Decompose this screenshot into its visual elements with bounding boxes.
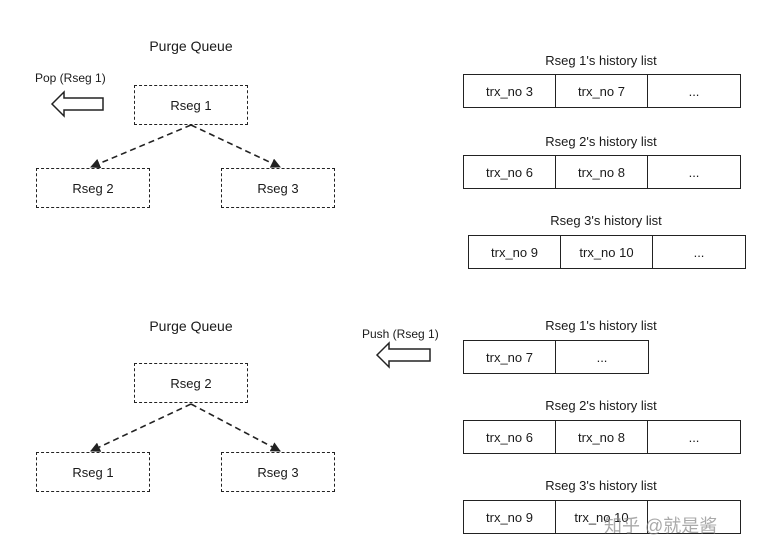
history-cell: trx_no 7 — [556, 75, 648, 107]
history-cell: trx_no 3 — [464, 75, 556, 107]
history-cell: trx_no 10 — [561, 236, 653, 268]
push-arrow-icon — [375, 341, 431, 369]
history-cell: trx_no 9 — [469, 236, 561, 268]
history-cell: ... — [688, 83, 700, 99]
history-cell: trx_no 7 — [464, 341, 556, 373]
bottom-node-root: Rseg 2 — [134, 363, 248, 403]
history-cell: trx_no 8 — [556, 421, 648, 453]
bottom-history-list-2: trx_no 6 trx_no 8 ... — [463, 420, 741, 454]
edge-top-left — [90, 124, 192, 169]
top-history-title-1: Rseg 1's history list — [545, 53, 657, 68]
top-history-title-3: Rseg 3's history list — [550, 213, 662, 228]
bottom-history-title-2: Rseg 2's history list — [545, 398, 657, 413]
pop-label: Pop (Rseg 1) — [35, 71, 106, 85]
push-label: Push (Rseg 1) — [362, 327, 439, 341]
top-history-title-2: Rseg 2's history list — [545, 134, 657, 149]
history-cell: trx_no 6 — [464, 156, 556, 188]
edge-bottom-left — [90, 403, 192, 452]
bottom-purge-queue-title: Purge Queue — [149, 318, 233, 334]
top-history-list-1: trx_no 3 trx_no 7 ... — [463, 74, 741, 108]
top-node-left: Rseg 2 — [36, 168, 150, 208]
top-node-root: Rseg 1 — [134, 85, 248, 125]
history-cell: trx_no 10 — [556, 501, 648, 533]
bottom-history-title-1: Rseg 1's history list — [545, 318, 657, 333]
bottom-node-right: Rseg 3 — [221, 452, 335, 492]
history-cell: ... — [688, 429, 700, 445]
pop-arrow-icon — [50, 90, 104, 118]
top-purge-queue-title: Purge Queue — [149, 38, 233, 54]
history-cell: trx_no 9 — [464, 501, 556, 533]
edge-top-right — [190, 124, 281, 168]
bottom-history-list-1: trx_no 7 ... — [463, 340, 649, 374]
top-history-list-3: trx_no 9 trx_no 10 ... — [468, 235, 746, 269]
history-cell: ... — [693, 244, 705, 260]
history-cell: ... — [596, 349, 608, 365]
bottom-history-list-3: trx_no 9 trx_no 10 — [463, 500, 741, 534]
history-cell: ... — [688, 164, 700, 180]
top-history-list-2: trx_no 6 trx_no 8 ... — [463, 155, 741, 189]
bottom-node-left: Rseg 1 — [36, 452, 150, 492]
history-cell: trx_no 6 — [464, 421, 556, 453]
edge-bottom-right — [190, 403, 281, 452]
top-node-right: Rseg 3 — [221, 168, 335, 208]
bottom-history-title-3: Rseg 3's history list — [545, 478, 657, 493]
history-cell: trx_no 8 — [556, 156, 648, 188]
watermark: 知乎 @就是酱 — [604, 516, 718, 536]
